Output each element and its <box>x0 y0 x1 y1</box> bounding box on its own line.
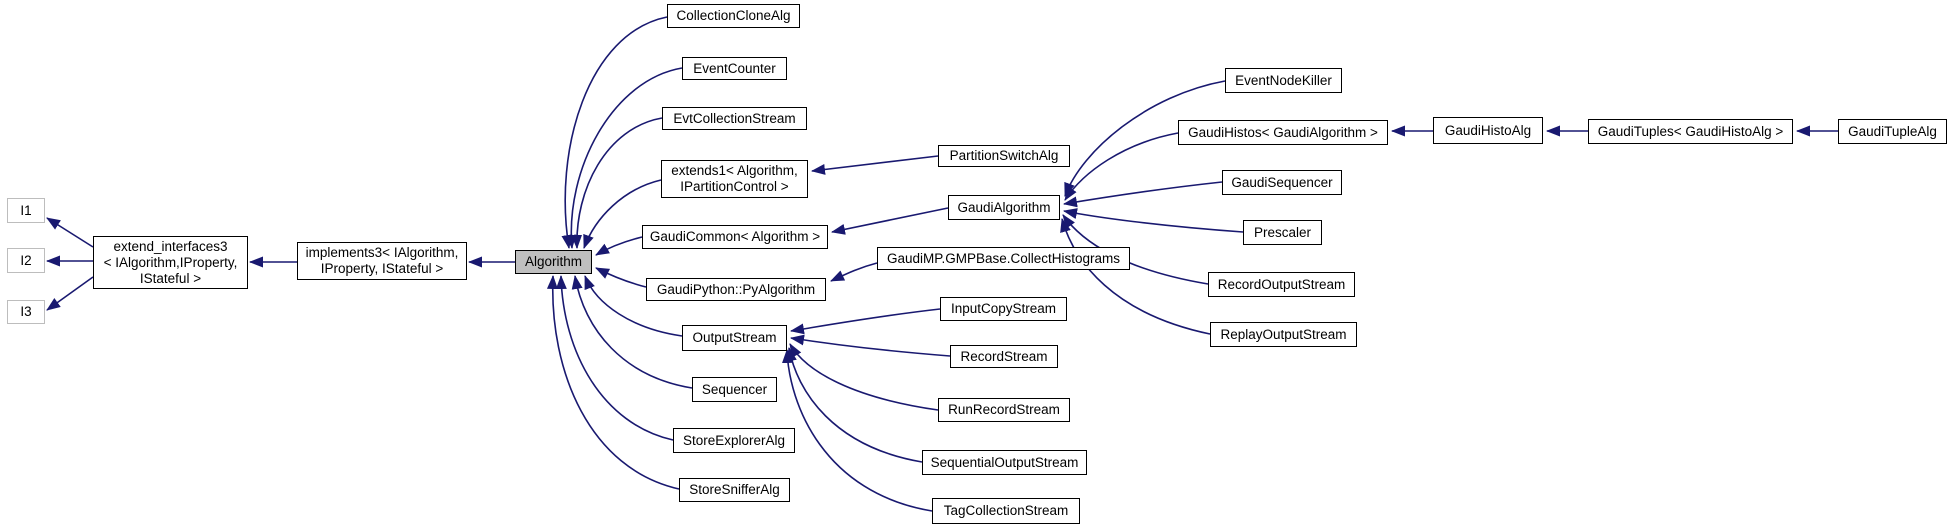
edge-collectionclonealg-algorithm <box>561 16 668 249</box>
class-node-i2: I2 <box>7 248 45 273</box>
edge-inputcopystream-outputstream <box>790 308 941 335</box>
edge-sequencer-algorithm <box>571 275 693 389</box>
edge-outputstream-algorithm <box>584 275 683 337</box>
edge-gaudialgorithm-gaudicommon <box>831 207 949 235</box>
class-node-gaudihistos[interactable]: GaudiHistos< GaudiAlgorithm > <box>1178 120 1388 145</box>
class-node-tagcollectionstream[interactable]: TagCollectionStream <box>932 498 1080 524</box>
edge-storesnifferalg-algorithm <box>546 275 680 490</box>
edge-gaudicommon-algorithm <box>595 236 643 256</box>
class-node-gaudituplealg[interactable]: GaudiTupleAlg <box>1838 119 1947 144</box>
edge-gaudisequencer-gaudialgorithm <box>1063 181 1223 208</box>
class-node-implements3[interactable]: implements3< IAlgorithm, IProperty, ISta… <box>297 242 467 280</box>
edge-extend-i3 <box>46 276 94 311</box>
edge-replayoutputstream-gaudialgorithm <box>1060 218 1211 335</box>
class-node-gaudihistoalg[interactable]: GaudiHistoAlg <box>1433 117 1543 144</box>
class-node-replayoutputstream[interactable]: ReplayOutputStream <box>1210 322 1357 347</box>
class-node-storesnifferalg[interactable]: StoreSnifferAlg <box>679 478 790 502</box>
class-node-storeexploreralg[interactable]: StoreExplorerAlg <box>673 428 795 453</box>
class-node-gaudimp-gmpbase-collecthistograms[interactable]: GaudiMP.GMPBase.CollectHistograms <box>877 247 1130 270</box>
class-node-gaudipython-pyalgorithm[interactable]: GaudiPython::PyAlgorithm <box>646 278 826 301</box>
class-node-gaudituples[interactable]: GaudiTuples< GaudiHistoAlg > <box>1588 119 1793 144</box>
class-node-recordoutputstream[interactable]: RecordOutputStream <box>1208 272 1355 297</box>
class-node-eventnodekiller[interactable]: EventNodeKiller <box>1225 68 1342 93</box>
edge-gaudihistos-gaudialgorithm <box>1064 132 1179 201</box>
class-node-gaudialgorithm[interactable]: GaudiAlgorithm <box>948 195 1060 220</box>
class-node-partitionswitchalg[interactable]: PartitionSwitchAlg <box>938 145 1070 167</box>
class-node-sequentialoutputstream[interactable]: SequentialOutputStream <box>922 450 1087 475</box>
edge-sequentialoutputstream-outputstream <box>785 347 923 463</box>
edge-prescaler-gaudialgorithm <box>1063 208 1244 233</box>
class-node-inputcopystream[interactable]: InputCopyStream <box>940 297 1067 321</box>
edge-eventnodekiller-gaudialgorithm <box>1064 80 1226 197</box>
class-node-recordstream[interactable]: RecordStream <box>950 345 1058 368</box>
edge-gmp-pyalgorithm <box>830 262 878 282</box>
edge-partitionswitchalg-extends1 <box>811 155 939 175</box>
edge-evtcollectionstream-algorithm <box>571 117 663 249</box>
class-node-prescaler[interactable]: Prescaler <box>1243 220 1322 245</box>
class-node-i3: I3 <box>7 300 45 324</box>
class-node-gaudicommon[interactable]: GaudiCommon< Algorithm > <box>642 225 828 249</box>
class-node-extend-interfaces3[interactable]: extend_interfaces3 < IAlgorithm,IPropert… <box>93 236 248 289</box>
class-node-eventcounter[interactable]: EventCounter <box>682 57 787 80</box>
class-node-i1: I1 <box>7 198 45 223</box>
edge-storeexploreralg-algorithm <box>555 275 674 441</box>
edge-runrecordstream-outputstream <box>789 343 939 411</box>
class-node-extends1[interactable]: extends1< Algorithm, IPartitionControl > <box>661 160 808 198</box>
edge-tagcollectionstream-outputstream <box>781 349 933 512</box>
edge-eventcounter-algorithm <box>565 67 683 249</box>
class-node-collectionclonealg[interactable]: CollectionCloneAlg <box>667 4 800 28</box>
edge-extend-i1 <box>46 217 94 248</box>
edge-extends1-algorithm <box>583 179 662 249</box>
class-node-outputstream[interactable]: OutputStream <box>682 325 787 351</box>
edge-recordstream-outputstream <box>790 334 951 357</box>
class-node-evtcollectionstream[interactable]: EvtCollectionStream <box>662 107 807 130</box>
class-node-sequencer[interactable]: Sequencer <box>692 377 777 402</box>
class-node-runrecordstream[interactable]: RunRecordStream <box>938 398 1070 422</box>
class-node-gaudisequencer[interactable]: GaudiSequencer <box>1222 170 1342 195</box>
class-node-algorithm: Algorithm <box>515 250 592 274</box>
edge-pyalgorithm-algorithm <box>595 267 647 288</box>
